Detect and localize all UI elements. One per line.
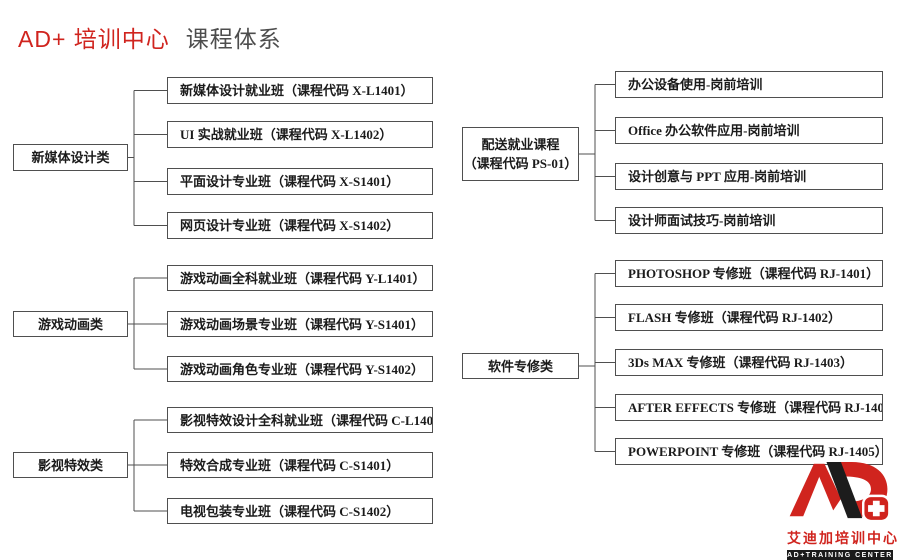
category-label: 软件专修类 [487,358,553,374]
course-box-delivery-employment-courses-3: 设计创意与 PPT 应用-岗前培训 [615,163,883,190]
course-box-new-media-design-1: 新媒体设计就业班（课程代码 X-L1401） [167,77,433,104]
course-box-software-specialized-3: 3Ds MAX 专修班（课程代码 RJ-1403） [615,349,883,376]
course-box-software-specialized-5: POWERPOINT 专修班（课程代码 RJ-1405） [615,438,883,465]
category-label: 游戏动画类 [37,316,103,332]
logo-english-name: AD+TRAINING CENTER [787,550,893,560]
course-box-game-animation-3: 游戏动画角色专业班（课程代码 Y-S1402） [167,356,433,382]
category-label: 配送就业课程 [481,137,560,152]
category-label: 新媒体设计类 [31,150,110,165]
course-box-new-media-design-2: UI 实战就业班（课程代码 X-L1402） [167,121,433,148]
category-box-film-tv-effects: 影视特效类 [13,452,128,478]
brand-logo: 艾迪加培训中心 AD+TRAINING CENTER [787,462,899,560]
page-subtitle: 课程体系 [185,26,282,52]
category-box-delivery-employment-courses: 配送就业课程 （课程代码 PS-01） [462,127,579,181]
course-box-film-tv-effects-1: 影视特效设计全科就业班（课程代码 C-L1401） [167,407,433,433]
course-box-software-specialized-2: FLASH 专修班（课程代码 RJ-1402） [615,304,883,331]
adplus-logo-icon [789,462,891,523]
category-label: （课程代码 PS-01） [463,156,578,171]
course-box-game-animation-2: 游戏动画场景专业班（课程代码 Y-S1401） [167,311,433,337]
brand-title: AD+ 培训中心 [18,26,170,52]
course-box-software-specialized-1: PHOTOSHOP 专修班（课程代码 RJ-1401） [615,260,883,287]
course-box-game-animation-1: 游戏动画全科就业班（课程代码 Y-L1401） [167,265,433,291]
category-label: 影视特效类 [37,457,103,473]
logo-chinese-name: 艾迪加培训中心 [787,530,899,546]
course-box-software-specialized-4: AFTER EFFECTS 专修班（课程代码 RJ-1404） [615,394,883,421]
course-box-new-media-design-4: 网页设计专业班（课程代码 X-S1402） [167,212,433,239]
category-box-new-media-design: 新媒体设计类 [13,144,128,171]
course-box-delivery-employment-courses-1: 办公设备使用-岗前培训 [615,71,883,98]
course-box-delivery-employment-courses-2: Office 办公软件应用-岗前培训 [615,117,883,144]
course-box-film-tv-effects-3: 电视包装专业班（课程代码 C-S1402） [167,498,433,524]
course-box-film-tv-effects-2: 特效合成专业班（课程代码 C-S1401） [167,452,433,478]
category-box-game-animation: 游戏动画类 [13,311,128,337]
category-box-software-specialized: 软件专修类 [462,353,579,379]
course-box-delivery-employment-courses-4: 设计师面试技巧-岗前培训 [615,207,883,234]
course-box-new-media-design-3: 平面设计专业班（课程代码 X-S1401） [167,168,433,195]
page-title: AD+ 培训中心课程体系 [18,20,282,54]
